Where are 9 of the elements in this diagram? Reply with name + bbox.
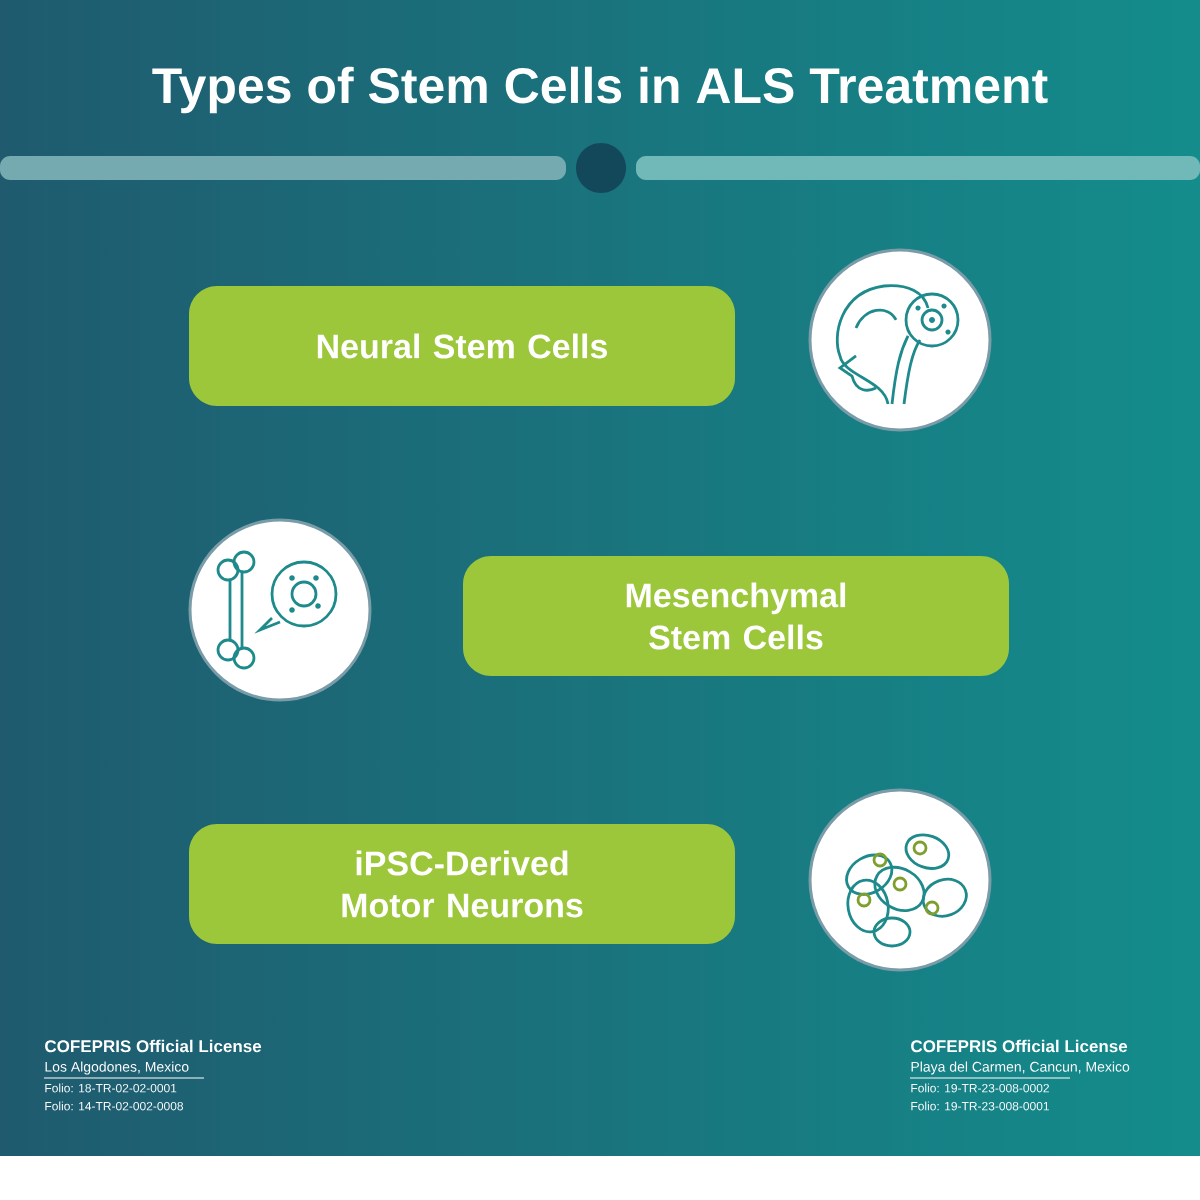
icon-circle [808, 788, 992, 972]
license-heading: COFEPRIS Official License [45, 1039, 262, 1053]
stem-cell-box: iPSC-Derived Motor Neurons [189, 824, 735, 944]
stem-cell-box: Neural Stem Cells [189, 286, 735, 406]
license-heading: COFEPRIS Official License [911, 1039, 1128, 1053]
title: Types of Stem Cells in ALS Treatment [152, 66, 1048, 114]
icon-circle [188, 518, 372, 702]
icon-circle [808, 248, 992, 432]
stem-cell-box: Mesenchymal Stem Cells [463, 556, 1009, 676]
